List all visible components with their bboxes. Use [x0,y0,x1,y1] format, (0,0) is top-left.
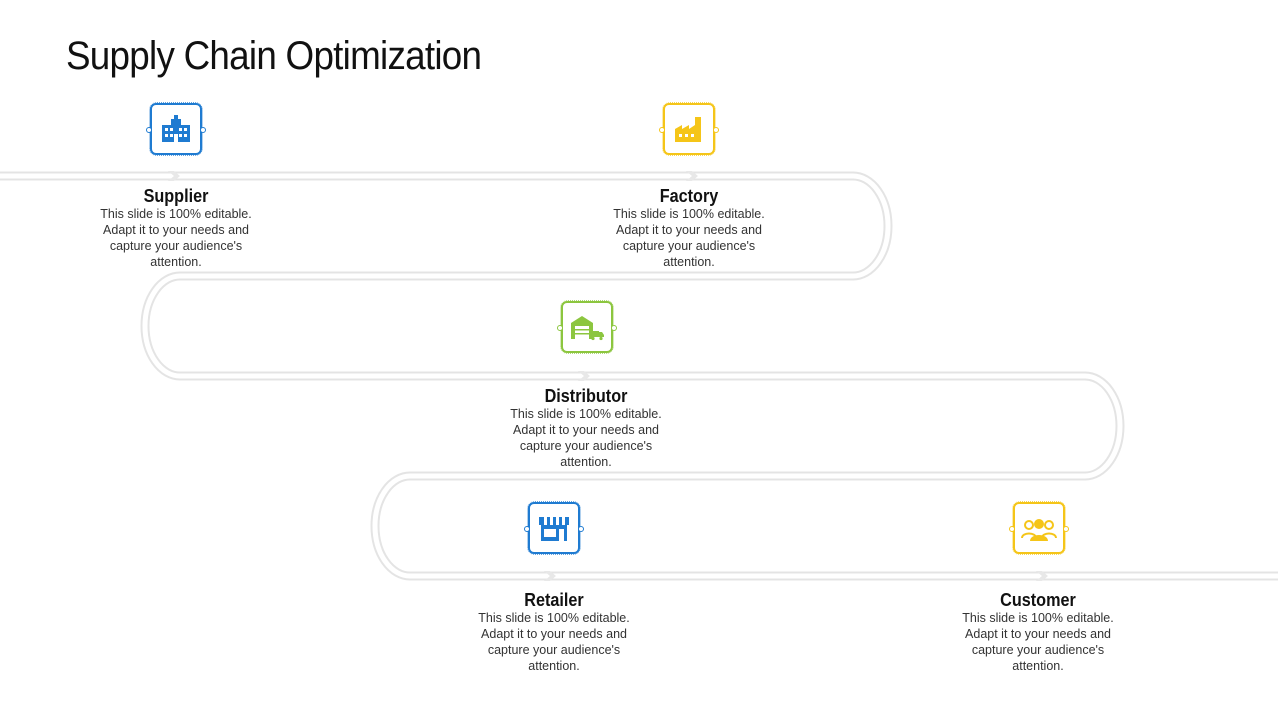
stage-retailer: Retailer This slide is 100% editable. Ad… [454,590,654,674]
chevron-marker [544,571,556,581]
store-icon [539,517,569,541]
supplier-icon-box [146,102,206,156]
chevron-marker [686,171,698,181]
retailer-icon-box [524,501,584,555]
chevron-marker [578,371,590,381]
stage-description: This slide is 100% editable. Adapt it to… [478,611,630,673]
stage-description: This slide is 100% editable. Adapt it to… [613,207,765,269]
supplier-building-icon [162,115,190,142]
stage-name: Supplier [143,186,209,206]
stage-supplier: Supplier This slide is 100% editable. Ad… [76,186,276,270]
stage-name: Customer [1000,590,1076,610]
stage-distributor: Distributor This slide is 100% editable.… [486,386,686,470]
stage-customer: Customer This slide is 100% editable. Ad… [938,590,1138,674]
stage-name: Factory [659,186,719,206]
page-title: Supply Chain Optimization [66,34,482,78]
stage-name: Distributor [544,386,628,406]
factory-icon-box [659,102,719,156]
factory-icon [675,117,701,142]
stage-description: This slide is 100% editable. Adapt it to… [510,407,662,469]
chevron-marker [168,171,180,181]
stage-description: This slide is 100% editable. Adapt it to… [100,207,252,269]
stage-description: This slide is 100% editable. Adapt it to… [962,611,1114,673]
warehouse-truck-icon [571,316,604,341]
stage-factory: Factory This slide is 100% editable. Ada… [589,186,789,270]
distributor-icon-box [557,300,617,354]
chevron-marker [1036,571,1048,581]
customers-group-icon [1021,519,1057,541]
stage-name: Retailer [524,590,584,610]
customer-icon-box [1009,501,1069,555]
